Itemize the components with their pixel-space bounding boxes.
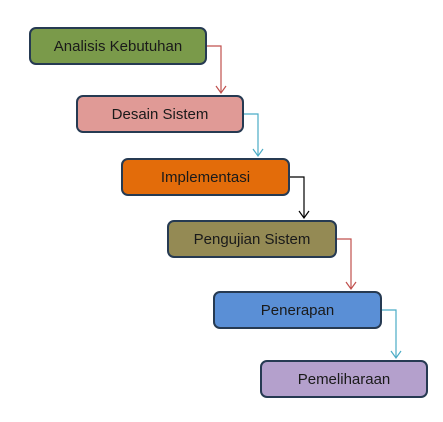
stage-pengujian-sistem: Pengujian Sistem bbox=[167, 220, 337, 258]
connector-analisis-desain bbox=[207, 45, 227, 95]
connector-pengujian-penerapan bbox=[337, 238, 357, 291]
stage-desain-sistem: Desain Sistem bbox=[76, 95, 244, 133]
arrowhead bbox=[215, 85, 227, 95]
arrowhead bbox=[390, 350, 402, 360]
arrowhead bbox=[298, 210, 310, 220]
arrowhead bbox=[252, 148, 264, 158]
connector-desain-implementasi bbox=[244, 113, 264, 158]
stage-analisis-kebutuhan: Analisis Kebutuhan bbox=[29, 27, 207, 65]
connector-penerapan-pemeliharaan bbox=[382, 309, 402, 360]
stage-pemeliharaan: Pemeliharaan bbox=[260, 360, 428, 398]
arrowhead bbox=[345, 281, 357, 291]
connector-implementasi-pengujian bbox=[290, 176, 310, 220]
stage-implementasi: Implementasi bbox=[121, 158, 290, 196]
stage-penerapan: Penerapan bbox=[213, 291, 382, 329]
